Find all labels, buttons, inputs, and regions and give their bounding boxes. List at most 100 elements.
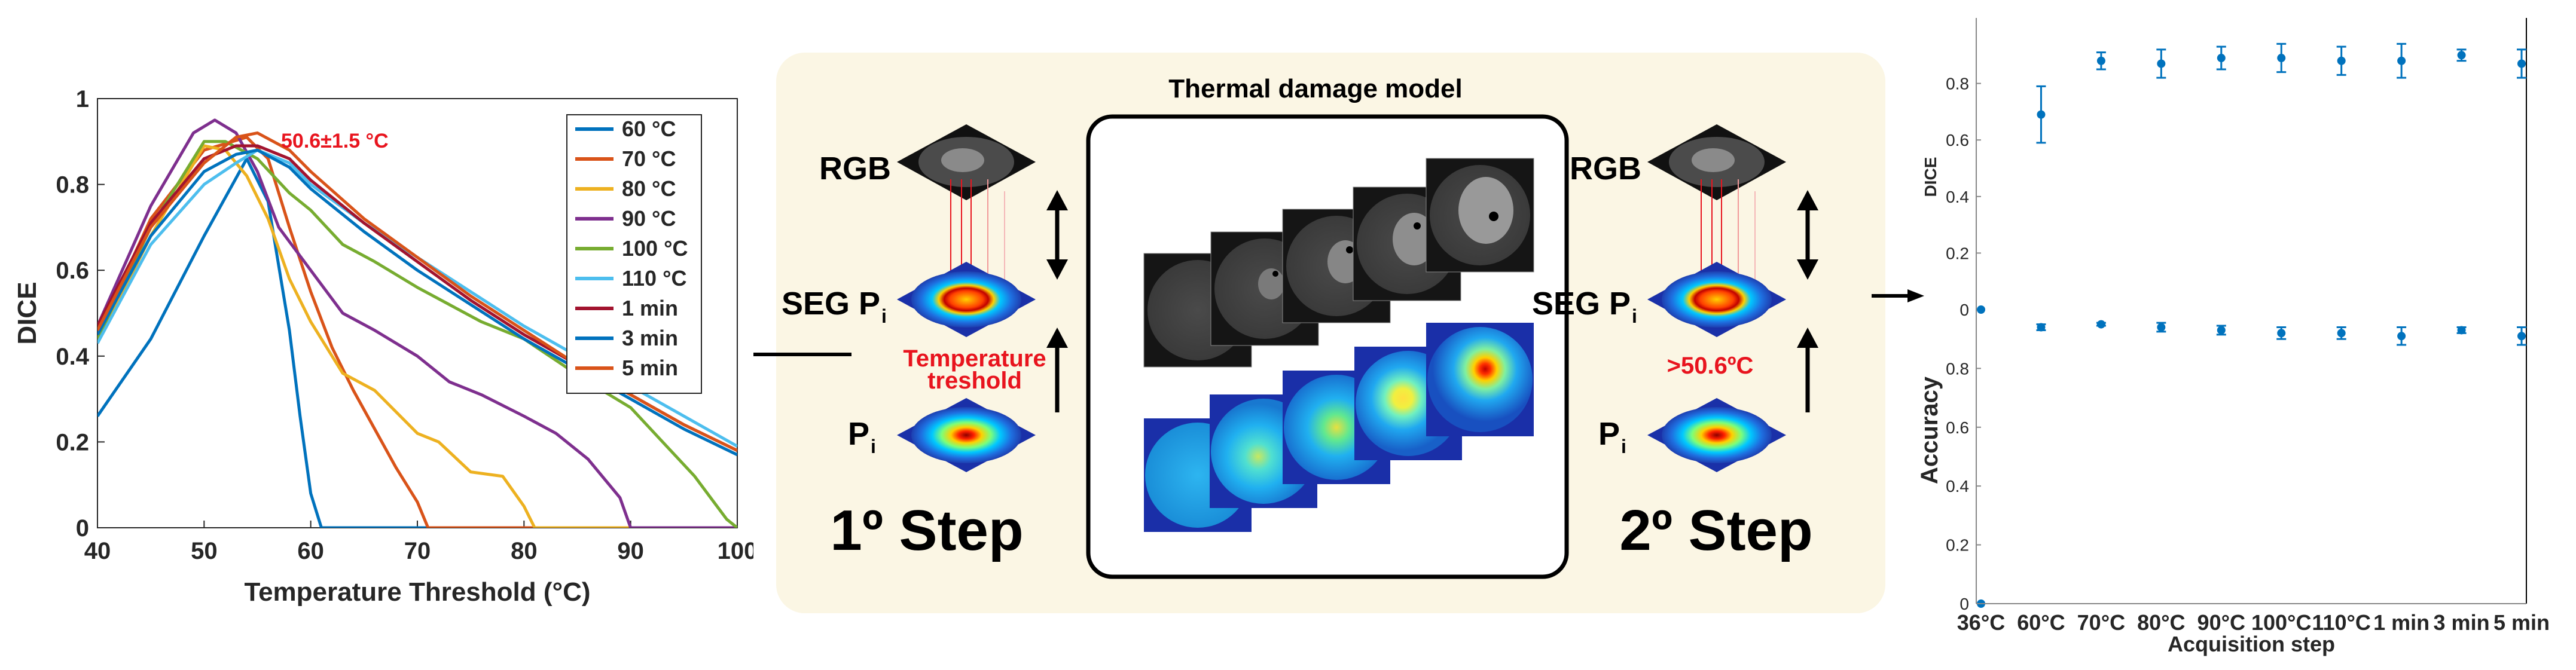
legend-entry: 100 °C — [622, 236, 688, 261]
data-point — [2037, 110, 2046, 119]
y-tick-label: 0 — [1960, 595, 1969, 613]
arrow-head-right-chart — [1902, 287, 1924, 305]
up-arrow-right — [1797, 328, 1818, 412]
data-point — [2096, 320, 2105, 329]
rgb-label-right: RGB — [1570, 151, 1641, 186]
y-tick-label: 0.4 — [1946, 477, 1969, 495]
x-tick-label: 100°C — [2251, 610, 2311, 635]
heatmap-frame-5 — [1426, 323, 1534, 436]
data-point — [2096, 56, 2105, 65]
up-arrow-left — [1046, 328, 1068, 412]
dice-step-chart: 0 0.2 0.4 0.6 0.8 — [1946, 18, 2527, 319]
y-tick-label: 0.4 — [56, 344, 89, 370]
x-tick-label: 110°C — [2312, 610, 2370, 635]
accuracy-axis-label: Accuracy — [1916, 376, 1943, 484]
data-point — [2217, 54, 2226, 63]
acquisition-step-svg: 0 0.2 0.4 0.6 0.8 0 0.2 0.4 0.6 0.8 36°C 60°C 70°C 8… — [1902, 18, 2550, 656]
p-sub-right: i — [1621, 436, 1626, 457]
y-tick-label: 0.4 — [1946, 188, 1969, 206]
dice-axis-label: DICE — [1921, 157, 1940, 197]
legend-entry: 5 min — [622, 356, 678, 380]
series-line — [97, 140, 737, 528]
p-label-left: P — [848, 416, 869, 452]
x-tick-label: 50 — [191, 538, 218, 564]
y-tick-label: 0.6 — [1946, 418, 1969, 437]
seg-label-right: SEG P — [1532, 286, 1631, 322]
y-tick-label: 1 — [76, 86, 89, 112]
p-label-right: P — [1598, 416, 1620, 452]
data-point — [2157, 323, 2166, 332]
rgb-label-left: RGB — [819, 151, 891, 186]
heatmap-stack — [1144, 323, 1534, 532]
y-tick-label: 0.8 — [1946, 75, 1969, 93]
data-point — [2517, 332, 2526, 341]
step-2-label: 2º Step — [1619, 498, 1812, 562]
legend-entry: 1 min — [622, 296, 678, 320]
x-tick-label: 1 min — [2373, 610, 2430, 635]
series-line — [97, 118, 737, 528]
x-axis-label: Temperature Threshold (°C) — [244, 577, 590, 607]
legend-entry: 110 °C — [622, 266, 686, 290]
x-tick-label: 80°C — [2137, 610, 2185, 635]
dice-threshold-svg: 40 50 60 70 80 90 100 0 0.2 0.4 0.6 0.8 1 50.6±1.5 °… — [13, 86, 757, 607]
p-sub-left: i — [871, 436, 876, 457]
double-arrow-left — [1046, 190, 1068, 280]
x-tick-label: 5 min — [2493, 610, 2550, 635]
threshold-annotation: 50.6±1.5 °C — [281, 130, 389, 152]
x-tick-label: 80 — [511, 538, 538, 564]
legend-entry: 3 min — [622, 326, 678, 350]
data-point — [1977, 305, 1985, 314]
x-tick-label: 3 min — [2434, 610, 2490, 635]
data-point — [2337, 56, 2346, 65]
x-tick-label: 90 — [617, 538, 644, 564]
y-tick-label: 0.2 — [1946, 536, 1969, 555]
legend-box — [566, 114, 702, 394]
x-tick-label: 70 — [404, 538, 431, 564]
x-tick-label: 60 — [297, 538, 324, 564]
data-point — [2457, 51, 2466, 60]
x-tick-label: 100 — [718, 538, 753, 564]
rgb-image-stack — [1143, 158, 1534, 368]
y-axis-label: DICE — [13, 282, 42, 344]
y-tick-label: 0.8 — [56, 172, 89, 198]
y-tick-label: 0.2 — [1946, 244, 1969, 262]
y-tick-label: 0.6 — [1946, 131, 1969, 149]
step-2-stack: RGB SEG P i P i >50.6ºC 2º Step — [1532, 124, 1818, 562]
x-tick-label: 36°C — [1957, 610, 2005, 635]
acquisition-step-charts: 0 0.2 0.4 0.6 0.8 0 0.2 0.4 0.6 0.8 36°C 60°C 70°C 8… — [1902, 0, 2576, 667]
data-point — [2037, 323, 2046, 332]
x-tick-label: 70°C — [2077, 610, 2125, 635]
y-tick-label: 0.8 — [1946, 359, 1969, 378]
rgb-frame-5 — [1426, 158, 1534, 273]
legend-entry: 80 °C — [622, 176, 676, 201]
seg-sub-left: i — [881, 305, 887, 327]
acquisition-axis-label: Acquisition step — [2168, 632, 2335, 656]
data-point — [2397, 56, 2406, 65]
data-point — [2457, 326, 2466, 335]
y-tick-label: 0.6 — [56, 258, 89, 284]
process-diagram-svg: Thermal damage model — [732, 53, 1910, 613]
x-tick-label: 90°C — [2197, 610, 2245, 635]
series-line — [97, 157, 737, 528]
x-tick-label: 60°C — [2017, 610, 2065, 635]
y-tick-label: 0 — [76, 515, 89, 541]
threshold-note-line2: treshold — [927, 368, 1022, 394]
data-point — [2217, 326, 2226, 335]
seg-sub-right: i — [1632, 305, 1637, 327]
double-arrow-right — [1797, 190, 1818, 280]
process-diagram: Thermal damage model — [732, 0, 1910, 667]
data-point — [2277, 54, 2286, 63]
seg-label-left: SEG P — [782, 286, 880, 322]
legend-entry: 60 °C — [622, 117, 676, 141]
y-tick-label: 0.2 — [56, 429, 89, 455]
data-point — [2517, 59, 2526, 68]
x-tick-label: 40 — [84, 538, 111, 564]
data-point — [2397, 332, 2406, 341]
dice-threshold-chart: 40 50 60 70 80 90 100 0 0.2 0.4 0.6 0.8 1 50.6±1.5 °… — [0, 0, 757, 667]
diagram-title: Thermal damage model — [1168, 74, 1462, 103]
series-line — [97, 136, 737, 528]
y-tick-label: 0 — [1960, 301, 1969, 319]
legend-entry: 70 °C — [622, 146, 676, 171]
data-point — [2157, 59, 2166, 68]
